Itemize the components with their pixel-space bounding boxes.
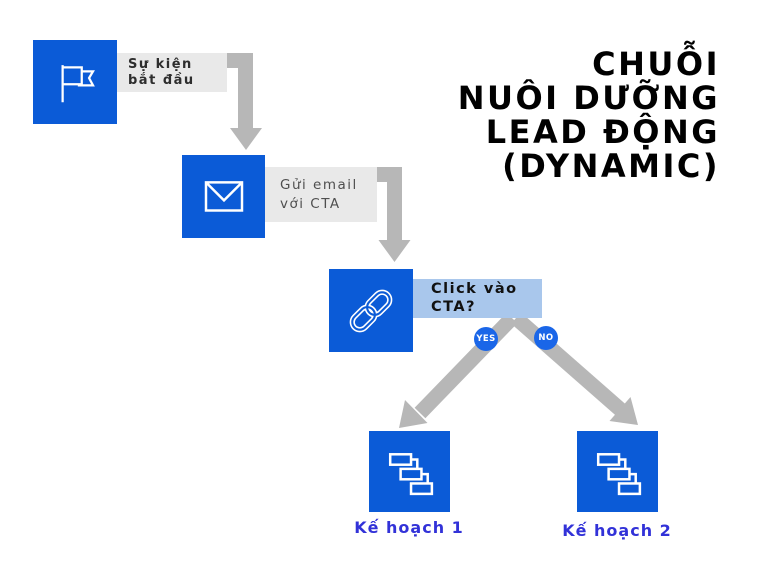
arrowhead-email-to-decision	[378, 240, 411, 262]
title-line-1: CHUỖI	[592, 45, 720, 83]
title-line-2: NUÔI DƯỠNG	[457, 78, 720, 117]
start-node-label: Sự kiện bắt đầu	[117, 53, 227, 92]
decision-node	[329, 269, 413, 352]
arrow-no-shaft	[511, 312, 627, 417]
plan1-node	[369, 431, 450, 512]
start-node	[33, 40, 117, 124]
yes-badge: YES	[474, 327, 498, 351]
arrowhead-no	[609, 397, 638, 425]
start-label-line2: bắt đầu	[128, 72, 195, 88]
email-node-label: Gửi email với CTA	[265, 167, 377, 222]
no-badge: NO	[534, 326, 558, 350]
email-label-line1: Gửi email	[280, 177, 358, 194]
start-label-line1: Sự kiện	[128, 56, 193, 72]
arrow-email-to-decision	[376, 167, 402, 242]
title-line-3: LEAD ĐỘNG	[485, 112, 720, 151]
diagram-title: CHUỖI NUÔI DƯỠNG LEAD ĐỘNG (DYNAMIC)	[457, 45, 720, 185]
plan2-label: Kế hoạch 2	[562, 521, 672, 540]
chain-link-icon	[349, 289, 393, 332]
title-line-4: (DYNAMIC)	[502, 146, 720, 185]
decision-label-line2: CTA?	[431, 298, 477, 315]
arrowhead-yes	[399, 400, 428, 428]
email-label-line2: với CTA	[280, 195, 341, 212]
plan-icon	[388, 452, 433, 495]
email-icon	[204, 180, 243, 212]
plan2-node	[577, 431, 658, 512]
email-node	[182, 155, 265, 238]
arrow-yes-shaft	[414, 312, 518, 419]
plan-icon	[596, 452, 641, 495]
flag-icon	[61, 65, 95, 103]
decision-node-label: Click vào CTA?	[413, 279, 542, 318]
arrow-start-to-email	[226, 53, 253, 130]
decision-label-line1: Click vào	[431, 281, 518, 298]
plan1-label: Kế hoạch 1	[354, 518, 464, 537]
arrowhead-start-to-email	[230, 128, 262, 150]
